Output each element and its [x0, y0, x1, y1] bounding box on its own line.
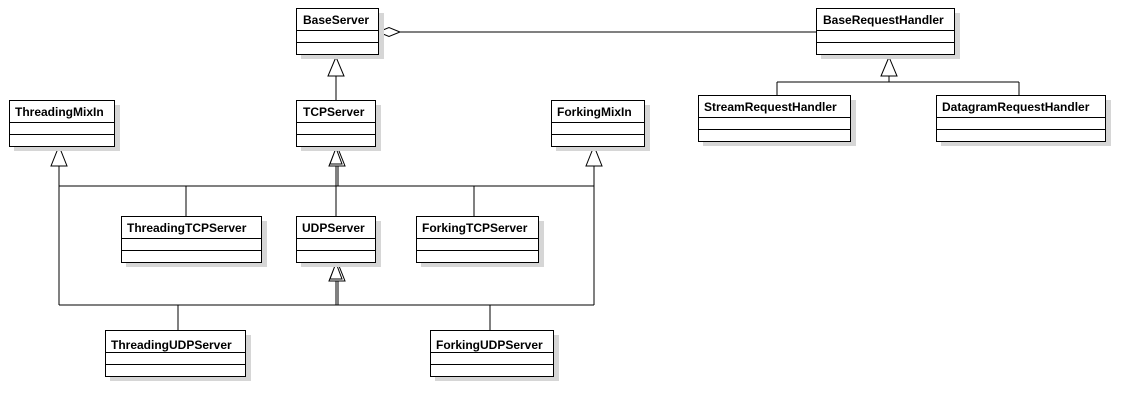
- class-threading-mixin[interactable]: ThreadingMixIn: [9, 100, 121, 152]
- generalization-arrow-icon: [329, 261, 343, 280]
- generalization-arrow-icon: [585, 144, 603, 167]
- class-name: BaseServer: [303, 13, 369, 27]
- class-forking-tcp-server[interactable]: ForkingTCPServer: [416, 216, 545, 268]
- class-base-request-handler[interactable]: BaseRequestHandler: [816, 8, 961, 60]
- generalization-arrow-icon: [880, 55, 898, 77]
- class-name: StreamRequestHandler: [704, 100, 837, 114]
- class-forking-mixin[interactable]: ForkingMixIn: [551, 100, 651, 152]
- generalization-arrow-icon: [329, 146, 343, 165]
- class-datagram-request-handler[interactable]: DatagramRequestHandler: [936, 95, 1112, 147]
- class-name: BaseRequestHandler: [823, 13, 944, 27]
- class-name: ForkingMixIn: [557, 105, 632, 119]
- class-name: ThreadingMixIn: [15, 105, 104, 119]
- class-tcp-server[interactable]: TCPServer: [296, 100, 382, 152]
- class-forking-udp-server[interactable]: ForkingUDPServer: [430, 330, 560, 382]
- generalization-arrow-icon: [327, 55, 345, 77]
- class-name: ThreadingUDPServer: [111, 338, 232, 352]
- class-threading-udp-server[interactable]: ThreadingUDPServer: [105, 330, 252, 382]
- class-stream-request-handler[interactable]: StreamRequestHandler: [698, 95, 857, 147]
- class-name: UDPServer: [302, 221, 365, 235]
- class-base-server[interactable]: BaseServer: [296, 8, 385, 60]
- class-name: ForkingUDPServer: [436, 338, 543, 352]
- class-name: ForkingTCPServer: [422, 221, 528, 235]
- class-udp-server[interactable]: UDPServer: [296, 216, 382, 268]
- class-name: DatagramRequestHandler: [942, 100, 1090, 114]
- class-name: TCPServer: [303, 105, 365, 119]
- generalization-arrow-icon: [50, 144, 68, 167]
- class-name: ThreadingTCPServer: [127, 221, 247, 235]
- class-threading-tcp-server[interactable]: ThreadingTCPServer: [121, 216, 268, 268]
